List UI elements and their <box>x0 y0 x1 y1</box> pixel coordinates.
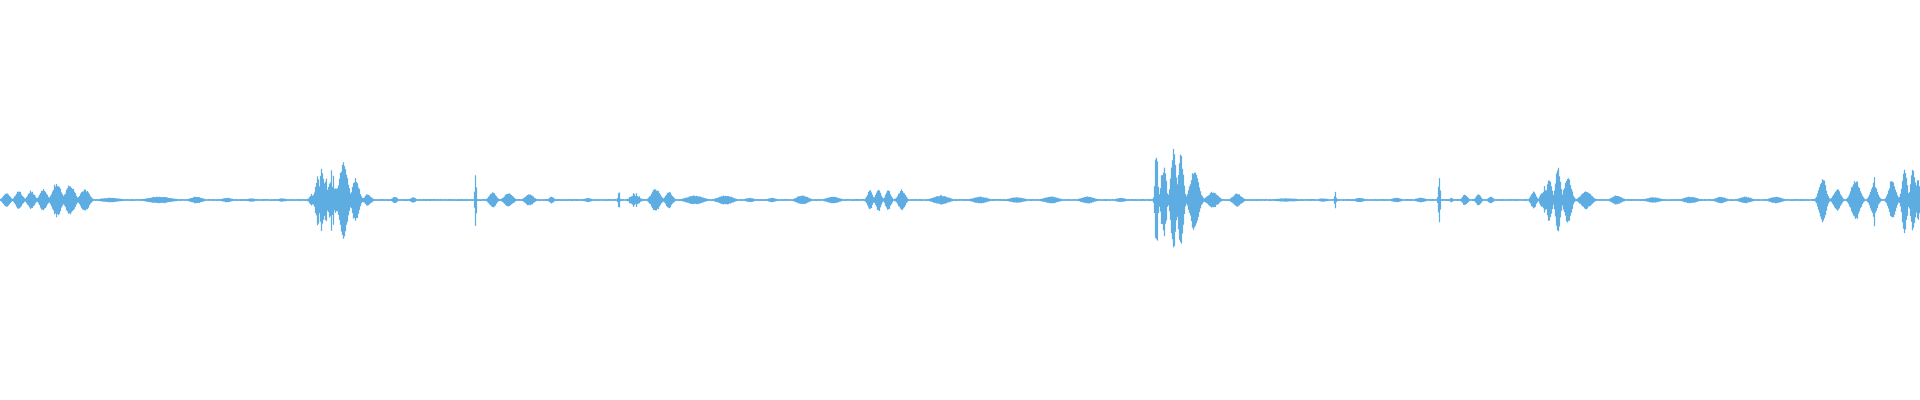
waveform-path <box>0 148 1920 248</box>
